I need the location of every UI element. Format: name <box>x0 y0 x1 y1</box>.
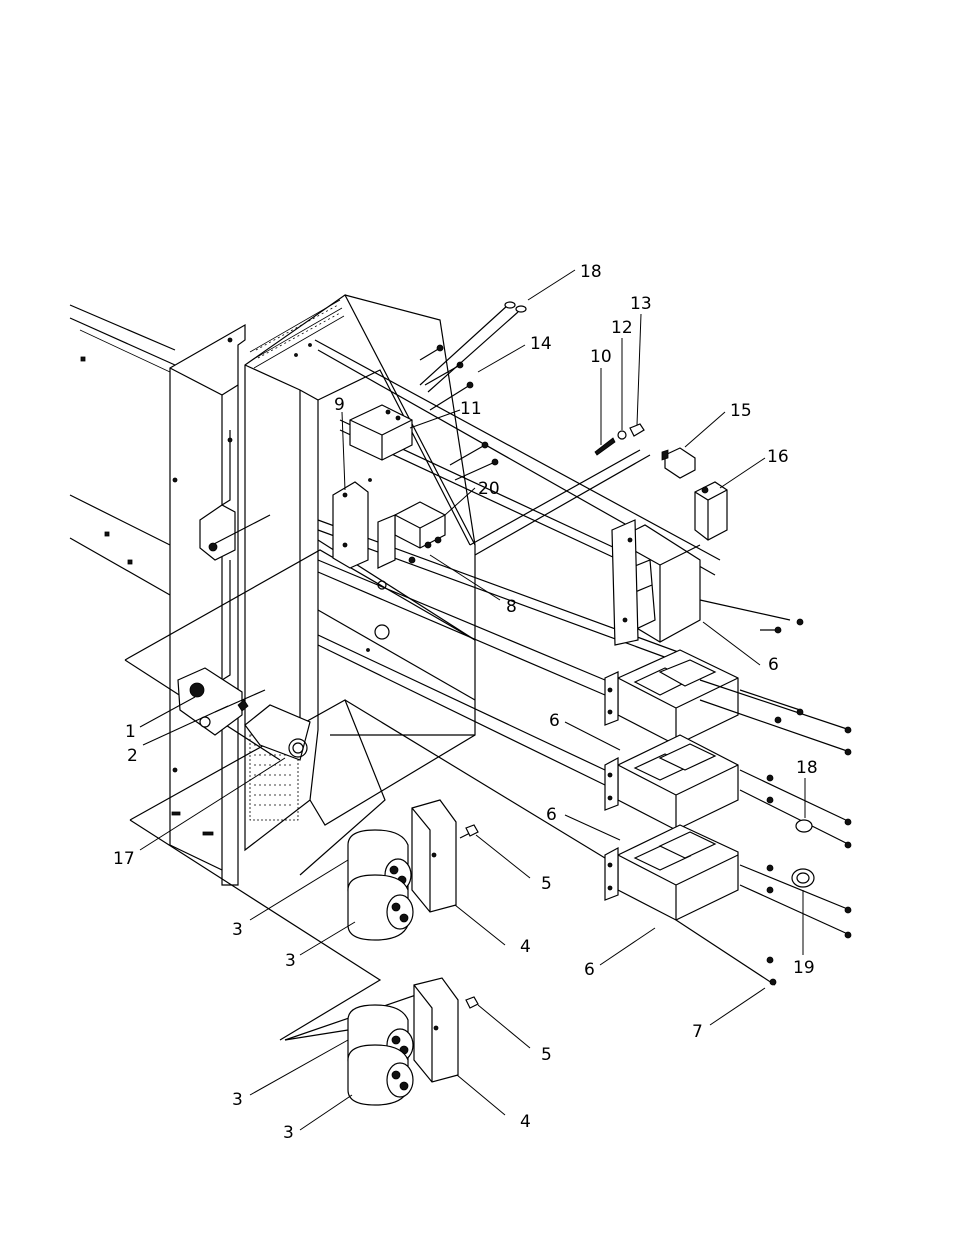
callout-12: 12 <box>611 318 633 338</box>
screws-group-top <box>419 344 499 481</box>
part-1-knob <box>177 667 243 736</box>
side-rail <box>69 304 176 596</box>
callout-19: 19 <box>793 958 815 978</box>
transformer-lower <box>604 824 739 921</box>
callout-6: 6 <box>768 655 779 675</box>
callout-3: 3 <box>283 1123 294 1143</box>
callout-6: 6 <box>584 960 595 980</box>
part-18-19-grommets <box>791 819 815 888</box>
callout-4: 4 <box>520 937 531 957</box>
capacitor-assembly-lower <box>284 977 479 1106</box>
callout-9: 9 <box>334 395 345 415</box>
callout-4: 4 <box>520 1112 531 1132</box>
part-9-bracket <box>332 481 369 569</box>
part-7-screws <box>675 599 852 986</box>
part-16-cover <box>694 481 728 541</box>
callout-20: 20 <box>478 479 500 499</box>
callout-11: 11 <box>460 399 482 419</box>
callout-3: 3 <box>232 1090 243 1110</box>
callout-15: 15 <box>730 401 752 421</box>
transformer-3 <box>604 734 739 831</box>
callout-14: 14 <box>530 334 552 354</box>
transformer-2 <box>604 649 739 746</box>
callout-18: 18 <box>580 262 602 282</box>
callout-16: 16 <box>767 447 789 467</box>
part-11-terminal-block <box>349 404 413 461</box>
callout-labels: 1 2 3 3 3 3 4 4 5 5 6 6 6 6 7 8 9 10 11 … <box>113 262 818 1143</box>
callout-7: 7 <box>692 1022 703 1042</box>
callout-13: 13 <box>630 294 652 314</box>
transformer-rails <box>317 559 606 859</box>
rods-to-part-18 <box>419 301 527 393</box>
callout-leaders <box>139 269 806 1131</box>
callout-3: 3 <box>232 920 243 940</box>
vertical-front-plate <box>169 323 246 886</box>
callout-5: 5 <box>541 874 552 894</box>
callout-3: 3 <box>285 951 296 971</box>
callout-1: 1 <box>125 722 136 742</box>
callout-2: 2 <box>127 746 138 766</box>
part-17-bushing <box>244 704 311 761</box>
capacitor-assembly-upper <box>347 799 479 941</box>
callout-6: 6 <box>549 711 560 731</box>
part-10-12-13-hardware <box>469 423 651 556</box>
callout-8: 8 <box>506 597 517 617</box>
part-15-relay <box>661 447 696 479</box>
transformer-upper <box>611 519 701 646</box>
callout-10: 10 <box>590 347 612 367</box>
callout-17: 17 <box>113 849 135 869</box>
vent-grille-top <box>249 299 345 369</box>
callout-6: 6 <box>546 805 557 825</box>
callout-5: 5 <box>541 1045 552 1065</box>
callout-18: 18 <box>796 758 818 778</box>
part-20-terminal-block <box>377 501 446 569</box>
